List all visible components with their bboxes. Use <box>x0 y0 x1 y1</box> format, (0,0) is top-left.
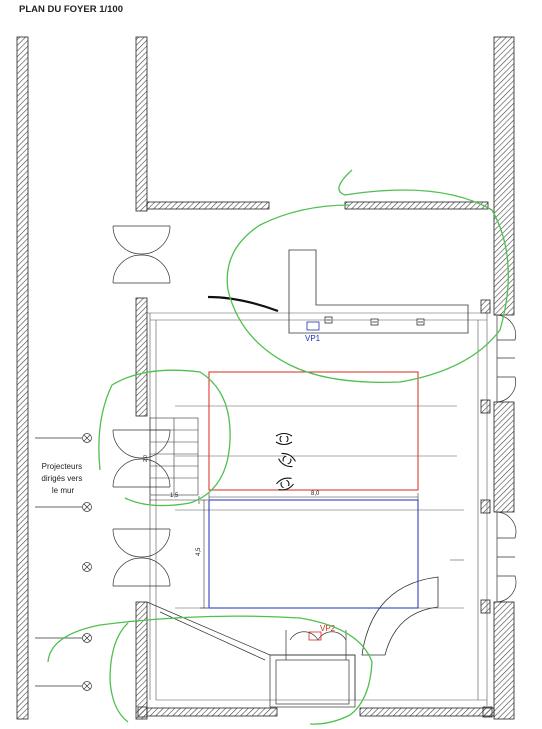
plan-title: PLAN DU FOYER 1/100 <box>19 4 123 15</box>
door-swing-icon <box>496 511 517 603</box>
dim-stair-small-label: 2,0 <box>143 455 149 462</box>
wall-bottom-left <box>146 707 278 717</box>
wall-top-left <box>146 201 270 210</box>
projector-icon <box>35 681 92 691</box>
projectors-label-line3: le mur <box>52 486 75 495</box>
wall-right-top <box>493 36 515 316</box>
dim-depth-label: 4,5 <box>196 547 202 556</box>
dimension-width <box>208 493 419 501</box>
pillar-right-3 <box>480 499 491 514</box>
wall-bottom-right <box>359 707 495 717</box>
door-swing-icon <box>112 225 171 284</box>
green-circle-bar <box>226 169 509 384</box>
pillar-bottom-right <box>482 706 493 718</box>
dim-stair-label: 1,5 <box>170 493 179 499</box>
counter <box>288 249 469 334</box>
wall-left-inner-top <box>135 36 148 212</box>
wall-left-inner-mid <box>135 297 148 417</box>
person-icon <box>278 452 296 468</box>
person-icon <box>275 432 293 446</box>
walls <box>16 36 515 720</box>
pillar-right-2 <box>480 399 491 414</box>
vp2-label: VP2 <box>320 624 336 633</box>
left-doors <box>112 225 171 587</box>
projectors-label: Projecteurs dirigés vers le mur <box>41 462 84 495</box>
wall-left-inner-bottom <box>135 601 148 720</box>
viewpoint-camera-icon <box>306 321 320 331</box>
wall-right-bottom <box>493 601 515 720</box>
projector-icon <box>82 562 92 572</box>
interior-lines <box>147 312 488 706</box>
counter-fixtures <box>324 316 425 326</box>
red-zone <box>208 371 419 491</box>
door-swing-icon <box>112 429 171 488</box>
viewpoint-camera-icon <box>308 631 322 641</box>
projectors-label-line1: Projecteurs <box>42 462 82 471</box>
people <box>275 432 296 491</box>
pillar-right-4 <box>480 599 491 614</box>
green-annotations <box>47 169 509 725</box>
dim-width-label: 8,0 <box>311 491 320 497</box>
vp1-label: VP1 <box>305 334 321 343</box>
person-icon <box>276 477 294 491</box>
door-swing-icon <box>112 528 171 587</box>
stairs <box>149 417 199 496</box>
wall-right-mid <box>493 401 515 513</box>
green-circle-bottom-left <box>109 622 129 723</box>
wall-left-outer <box>16 36 29 720</box>
dimension-stair <box>149 496 200 504</box>
projectors-label-line2: dirigés vers <box>41 474 82 483</box>
booth <box>269 630 356 708</box>
right-doors <box>496 314 517 603</box>
wall-top-right <box>344 201 489 210</box>
green-circle-bottom <box>47 615 373 725</box>
door-swing-icon <box>496 314 516 403</box>
ink-stroke <box>207 295 279 313</box>
projector-icon <box>35 633 92 643</box>
curved-ramp <box>361 576 439 656</box>
projector-icon <box>35 502 92 512</box>
projectors <box>35 433 92 691</box>
blue-zone <box>208 499 419 609</box>
green-circle-stairs <box>98 369 231 507</box>
pillar-right-1 <box>480 299 491 314</box>
dimension-depth <box>200 499 208 609</box>
projector-icon <box>35 433 92 443</box>
pillar-bottom-left <box>137 706 148 718</box>
